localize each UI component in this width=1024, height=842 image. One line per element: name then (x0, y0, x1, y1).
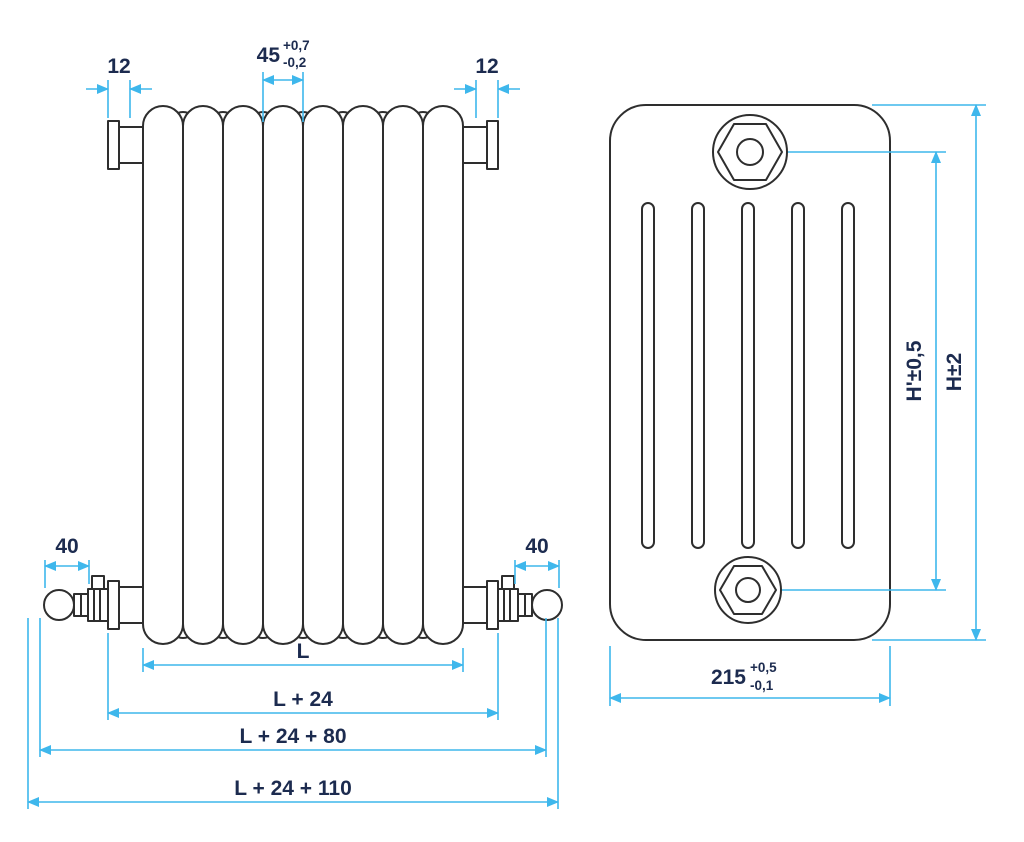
fitting-inner-circle (736, 138, 764, 166)
tapping-flange (107, 580, 120, 630)
extension-line (44, 560, 90, 588)
dim-pitch-tolerance-upper: +0,7 (283, 38, 310, 53)
side-slot (691, 202, 705, 549)
tapping-flange (107, 120, 120, 170)
dim-length-24-110-label: L + 24 + 110 (234, 777, 352, 800)
dim-height-inner-label: H'±0,5 (903, 340, 926, 401)
side-slot (641, 202, 655, 549)
valve-body (87, 588, 109, 622)
extension-line (107, 633, 499, 720)
dim-pitch: 45 +0,7 -0,2 (257, 38, 310, 122)
dim-length-24-label: L + 24 (273, 688, 333, 711)
bottom-fitting (714, 556, 782, 624)
extension-line (39, 618, 547, 757)
tube (142, 105, 184, 645)
valve-body-detail (93, 588, 101, 622)
dim-valve-left-label: 40 (55, 535, 78, 558)
valve-ball (43, 589, 75, 621)
tube (182, 105, 224, 645)
valve-body (497, 588, 519, 622)
dim-depth: 215 +0,5 -0,1 (609, 646, 891, 706)
extension-line (514, 560, 560, 588)
extension-line (107, 80, 131, 118)
extension-line (27, 618, 559, 809)
tapping-bottom-left (107, 580, 144, 630)
tube (222, 105, 264, 645)
dim-tapping-right-label: 12 (475, 55, 498, 78)
extension-line (872, 104, 986, 641)
extension-line (475, 80, 499, 118)
dim-height-inner: H'±0,5 (903, 151, 941, 591)
tube (422, 105, 464, 645)
dim-pitch-tolerance-lower: -0,2 (283, 55, 306, 70)
dim-length-label: L (297, 640, 310, 663)
tapping-top-left (107, 120, 144, 170)
valve-body-detail (503, 588, 511, 622)
valve-handle (501, 575, 515, 591)
tapping-stub (462, 126, 491, 164)
radiator-tubes (142, 105, 464, 645)
tapping-bottom-right (462, 580, 499, 630)
dim-length: L (142, 640, 464, 672)
tube (382, 105, 424, 645)
tube (302, 105, 344, 645)
tapping-flange (486, 580, 499, 630)
dim-height-outer-label: H±2 (943, 353, 966, 391)
dim-valve-right: 40 (514, 535, 560, 588)
tapping-flange (486, 120, 499, 170)
dim-pitch-label: 45 (257, 44, 281, 67)
fitting-inner-circle (735, 577, 761, 603)
dim-tapping-right: 12 (454, 55, 520, 118)
front-view: 12 45 +0,7 -0,2 12 40 40 (27, 38, 563, 809)
side-view: H'±0,5 H±2 215 +0,5 -0,1 (609, 104, 986, 706)
dim-depth-label: 215 (711, 666, 746, 689)
tapping-stub (462, 586, 491, 624)
dim-length-24-80: L + 24 + 80 (39, 618, 547, 757)
valve-ball (531, 589, 563, 621)
dim-height-outer: H±2 (872, 104, 986, 641)
side-slot (791, 202, 805, 549)
top-fitting (712, 114, 788, 190)
tube (342, 105, 384, 645)
dim-tapping-left: 12 (86, 55, 152, 118)
dim-depth-tolerance-upper: +0,5 (750, 660, 777, 675)
tapping-stub (115, 586, 144, 624)
side-slots (641, 202, 855, 549)
valve-bottom-right (497, 575, 563, 622)
side-slot (841, 202, 855, 549)
dim-depth-tolerance-lower: -0,1 (750, 678, 774, 693)
tapping-stub (115, 126, 144, 164)
dim-length-24-80-label: L + 24 + 80 (239, 725, 346, 748)
dim-length-24-110: L + 24 + 110 (27, 618, 559, 809)
valve-bottom-left (43, 575, 109, 622)
valve-handle (91, 575, 105, 591)
tube (262, 105, 304, 645)
dim-tapping-left-label: 12 (107, 55, 130, 78)
dim-valve-right-label: 40 (525, 535, 548, 558)
side-slot (741, 202, 755, 549)
dim-length-24: L + 24 (107, 633, 499, 720)
dim-valve-left: 40 (44, 535, 90, 588)
tapping-top-right (462, 120, 499, 170)
extension-line (609, 646, 891, 706)
